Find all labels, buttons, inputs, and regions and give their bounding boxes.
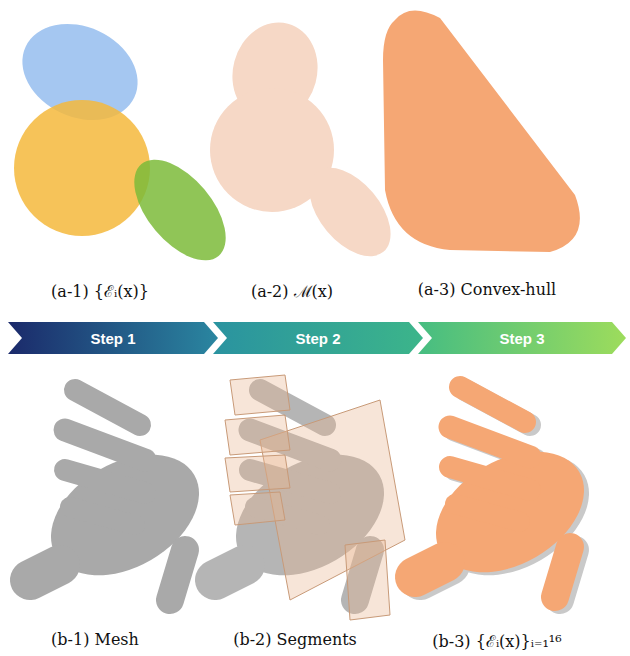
- step-label: Step 3: [499, 330, 544, 347]
- merged-shape-a2: [210, 13, 406, 271]
- subfigure-caption: (a-2) ℳ(x): [251, 280, 333, 302]
- step-chevron: Step 1: [8, 322, 218, 354]
- step-label: Step 2: [295, 330, 340, 347]
- step-label: Step 1: [90, 330, 135, 347]
- subfigure-caption: (a-3) Convex-hull: [418, 280, 556, 299]
- subfigure-caption: (a-1) {ℰᵢ(x)}: [51, 280, 149, 302]
- convex-hull-a3: [383, 10, 580, 252]
- step-chevron: Step 3: [418, 322, 626, 354]
- subfigure-caption: (b-3) {ℰᵢ(x)}ᵢ₌₁¹⁶: [432, 630, 561, 652]
- ellipsoids-a1: [7, 6, 243, 277]
- step-chevron: Step 2: [213, 322, 423, 354]
- hand-mesh: [30, 390, 221, 600]
- subfigure-caption: (b-2) Segments: [233, 630, 357, 649]
- segment-boxes: [225, 375, 405, 620]
- hand-ellipsoids: [415, 387, 606, 597]
- subfigure-caption: (b-1) Mesh: [51, 630, 139, 649]
